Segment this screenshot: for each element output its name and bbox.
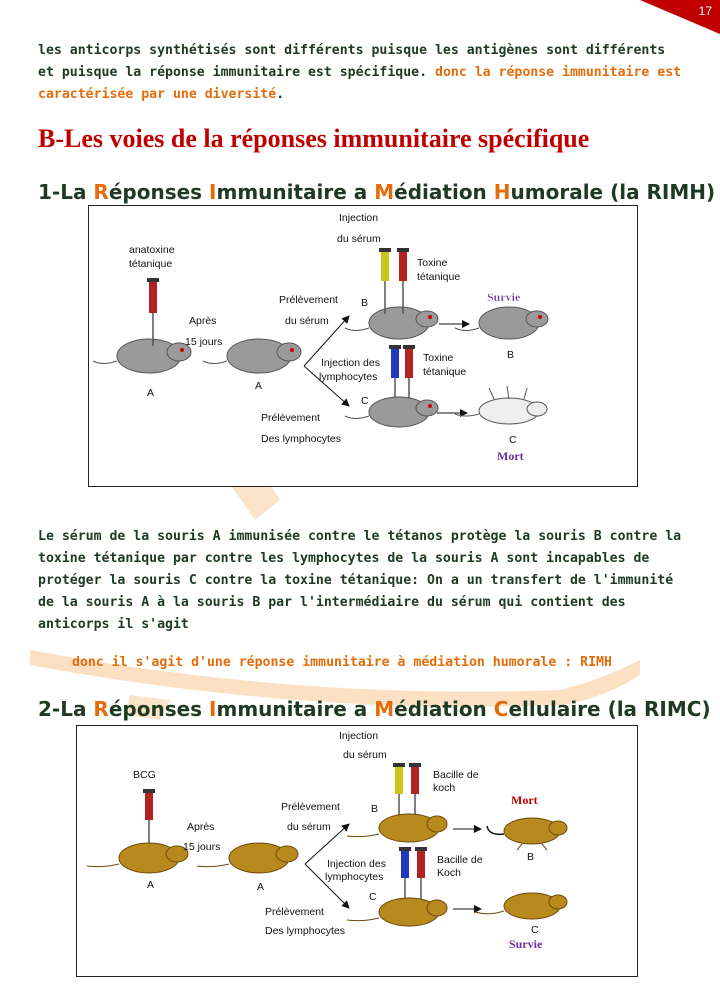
injection-serum-label: du sérum — [337, 233, 381, 245]
subtitle-initial: C — [494, 697, 509, 721]
status-b: Mort — [511, 793, 538, 807]
after-label: 15 jours — [183, 841, 220, 853]
after-label: Après — [189, 315, 216, 327]
page-number: 17 — [699, 4, 712, 18]
prelev-serum-label: Prélèvement — [281, 801, 340, 813]
letter-c-out: C — [509, 434, 517, 446]
subtitle-part: éponses — [109, 697, 209, 721]
inj-lympho-label: Injection des — [327, 858, 386, 870]
subtitle-part: 1-La — [38, 180, 93, 204]
conclusion-paragraph: Le sérum de la souris A immunisée contre… — [38, 526, 686, 636]
letter-a1: A — [147, 387, 154, 399]
subtitle-part: édiation — [394, 180, 494, 204]
letter-a2: A — [257, 881, 264, 893]
subtitle-initial: M — [374, 180, 394, 204]
intro-end: . — [276, 87, 284, 102]
subtitle-part: édiation — [394, 697, 494, 721]
subtitle-initial: R — [93, 180, 108, 204]
antigen-label: BCG — [133, 769, 156, 781]
antigen-label: anatoxine — [129, 244, 175, 256]
subtitle-initial: R — [93, 697, 108, 721]
letter-b-out: B — [507, 349, 514, 361]
toxin-top-label: tétanique — [417, 271, 460, 283]
figure-rimh: anatoxine tétanique A Après 15 jours A P… — [88, 205, 638, 487]
subtitle-part: mmunitaire a — [216, 697, 374, 721]
letter-b-in: B — [371, 803, 378, 815]
inj-lympho-label: lymphocytes — [319, 371, 377, 383]
letter-a2: A — [255, 380, 262, 392]
letter-c-out: C — [531, 924, 539, 936]
status-c: Survie — [509, 937, 543, 951]
prelev-lympho-label: Des lymphocytes — [265, 925, 345, 937]
subtitle-rimc: 2-La Réponses Immunitaire a Médiation Ce… — [38, 697, 711, 721]
letter-c-in: C — [361, 395, 369, 407]
subtitle-initial: M — [374, 697, 394, 721]
mouse-c-injected — [345, 397, 438, 427]
subtitle-part: 2-La — [38, 697, 93, 721]
figure-rimc-diagram: BCG A Après 15 jours A Prélèvement du sé… — [77, 726, 637, 976]
prelev-lympho-label: Des lymphocytes — [261, 433, 341, 445]
toxin-bottom-label: Koch — [437, 867, 461, 879]
after-label: Après — [187, 821, 214, 833]
mouse-c-injected — [347, 898, 447, 926]
subtitle-part: mmunitaire a — [216, 180, 374, 204]
toxin-top-label: koch — [433, 782, 455, 794]
mouse-b-result — [487, 818, 567, 850]
subtitle-part: ellulaire (la RIMC) — [508, 697, 710, 721]
syringe-lympho — [399, 847, 411, 904]
status-b: Survie — [487, 290, 521, 304]
toxin-bottom-label: Toxine — [423, 352, 454, 364]
section-title: B-Les voies de la réponses immunitaire s… — [38, 124, 589, 154]
mouse-a1 — [87, 843, 188, 873]
inj-lympho-label: Injection des — [321, 357, 380, 369]
status-c: Mort — [497, 449, 524, 463]
syringe-serum — [379, 248, 391, 314]
syringe-toxin-c — [403, 345, 415, 404]
mouse-a1 — [93, 339, 191, 373]
conclusion-line: donc il s'agit d'une réponse immunitaire… — [72, 655, 612, 670]
toxin-top-label: Bacille de — [433, 769, 479, 781]
mouse-b-injected — [345, 307, 438, 339]
mouse-c-result — [475, 893, 567, 919]
toxin-bottom-label: tétanique — [423, 366, 466, 378]
letter-a1: A — [147, 879, 154, 891]
mouse-b-result — [455, 307, 548, 339]
mouse-b-injected — [347, 814, 447, 842]
syringe-bacille-b — [409, 763, 421, 818]
syringe-toxin-b — [397, 248, 409, 314]
figure-rimc: BCG A Après 15 jours A Prélèvement du sé… — [76, 725, 638, 977]
letter-b-in: B — [361, 297, 368, 309]
syringe-serum — [393, 763, 405, 818]
syringe-lympho — [389, 345, 401, 404]
prelev-serum-label: du sérum — [287, 821, 331, 833]
prelev-lympho-label: Prélèvement — [261, 412, 320, 424]
syringe-antigen — [147, 278, 159, 346]
mouse-c-result — [455, 386, 547, 424]
figure-rimh-diagram: anatoxine tétanique A Après 15 jours A P… — [89, 206, 637, 486]
toxin-top-label: Toxine — [417, 257, 448, 269]
subtitle-initial: H — [494, 180, 511, 204]
prelev-lympho-label: Prélèvement — [265, 906, 324, 918]
prelev-serum-label: Prélèvement — [279, 294, 338, 306]
injection-serum-label: Injection — [339, 212, 378, 224]
subtitle-part: éponses — [109, 180, 209, 204]
toxin-bottom-label: Bacille de — [437, 854, 483, 866]
injection-serum-label: Injection — [339, 730, 378, 742]
after-label: 15 jours — [185, 336, 222, 348]
injection-serum-label: du sérum — [343, 749, 387, 761]
syringe-bacille-c — [415, 847, 427, 904]
intro-paragraph: les anticorps synthétisés sont différent… — [38, 40, 688, 106]
subtitle-part: umorale (la RIMH) — [511, 180, 716, 204]
subtitle-rimh: 1-La Réponses Immunitaire a Médiation Hu… — [38, 180, 715, 204]
prelev-serum-label: du sérum — [285, 315, 329, 327]
inj-lympho-label: lymphocytes — [325, 871, 383, 883]
antigen-label: tétanique — [129, 258, 172, 270]
letter-b-out: B — [527, 851, 534, 863]
syringe-antigen — [143, 789, 155, 848]
letter-c-in: C — [369, 891, 377, 903]
